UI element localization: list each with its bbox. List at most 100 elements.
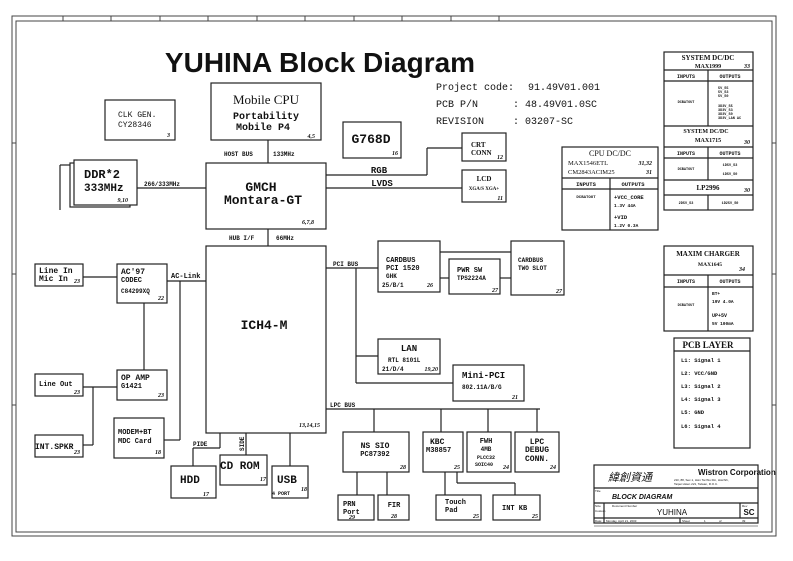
svg-text:HDD: HDD (180, 475, 200, 487)
svg-text:30: 30 (743, 140, 750, 146)
touch-pad-block[interactable]: Touch Pad 25 (435, 494, 482, 521)
svg-text:CM2843ACIM25: CM2843ACIM25 (568, 169, 615, 176)
ddr-block[interactable]: DDR*2 333MHz 9,10 (69, 159, 138, 208)
svg-text:Date:: Date: (595, 519, 602, 523)
svg-text:4 PORT: 4 PORT (272, 491, 290, 497)
svg-text:23: 23 (73, 279, 80, 285)
svg-text:INPUTS: INPUTS (576, 181, 597, 188)
svg-text:802.11A/B/G: 802.11A/B/G (462, 384, 502, 391)
cd-rom-block[interactable]: CD ROM 17 (219, 454, 268, 486)
ac97-codec-block[interactable]: AC'97 CODEC C84299XQ 22 (116, 263, 168, 304)
svg-text:3D3V_S5: 3D3V_S5 (718, 105, 733, 109)
svg-text:OUTPUTS: OUTPUTS (719, 151, 740, 157)
svg-text:Mobile P4: Mobile P4 (236, 122, 290, 134)
svg-text:34: 34 (738, 267, 745, 273)
project-code-label: Project code: (436, 82, 514, 94)
svg-text:19,20: 19,20 (425, 367, 439, 373)
fir-block[interactable]: FIR 28 (377, 494, 410, 521)
svg-text:PLCC32: PLCC32 (477, 455, 495, 461)
gmch-block[interactable]: GMCH Montara-GT 6,7,8 (205, 162, 327, 230)
pide-label: PIDE (193, 441, 208, 448)
svg-text:2D5V_S3: 2D5V_S3 (679, 202, 694, 206)
svg-text:25/B/1: 25/B/1 (382, 282, 404, 289)
rgb-label: RGB (371, 166, 388, 176)
revision-label: REVISION (436, 117, 484, 128)
modem-bt-block[interactable]: MODEM+BT MDC Card 18 (113, 417, 165, 459)
svg-text:Pad: Pad (445, 507, 458, 515)
svg-text:28: 28 (399, 465, 406, 471)
usb-block[interactable]: USB 4 PORT 18 (271, 465, 309, 499)
svg-text:13,14,15: 13,14,15 (299, 423, 320, 429)
svg-text:L3: Signal 2: L3: Signal 2 (681, 383, 721, 390)
hdd-block[interactable]: HDD 17 (170, 465, 217, 499)
svg-text:CD ROM: CD ROM (220, 461, 260, 473)
svg-text:DCBATOUT: DCBATOUT (678, 168, 695, 172)
fwh-block[interactable]: FWH 4MB PLCC32 SOIC40 24 (466, 431, 512, 473)
svg-text:1D5V_S3: 1D5V_S3 (723, 164, 738, 168)
company-chinese-name: 緯創資通 (608, 471, 654, 484)
svg-text:CONN.: CONN. (525, 455, 549, 464)
cardbus-controller-block[interactable]: CARDBUS PCI 1520 GHK 25/B/1 26 (377, 240, 441, 293)
svg-text:+VID: +VID (614, 214, 628, 221)
diagram-title: YUHINA Block Diagram (165, 47, 475, 78)
svg-text:of: of (719, 519, 722, 523)
cardbus-slot-block[interactable]: CARDBUS TWO SLOT 27 (510, 240, 565, 296)
svg-text:OP AMP: OP AMP (121, 374, 150, 383)
svg-text:L1: Signal 1: L1: Signal 1 (681, 357, 721, 364)
clk-gen-block[interactable]: CLK GEN. CY28346 3 (104, 99, 176, 141)
svg-text:DEBUG: DEBUG (525, 446, 549, 455)
title-block: 緯創資通 Wistron Corporation 21F, 88, Sec.1,… (593, 464, 776, 527)
line-in-block[interactable]: Line In Mic In 23 (34, 263, 84, 287)
svg-text:333MHz: 333MHz (84, 183, 124, 195)
svg-text:27: 27 (491, 288, 499, 294)
svg-text:31: 31 (645, 170, 652, 176)
svg-text:Size: Size (595, 504, 601, 508)
cpu-block[interactable]: Mobile CPU Portability Mobile P4 4,5 (210, 82, 322, 141)
svg-text:+VCC_CORE: +VCC_CORE (614, 194, 644, 201)
op-amp-block[interactable]: OP AMP G1421 23 (116, 369, 168, 401)
svg-text:Taipei Hsien 221, Taiwan, R.O.: Taipei Hsien 221, Taiwan, R.O.C. (674, 482, 718, 486)
crt-conn-block[interactable]: CRT CONN 12 (461, 132, 507, 162)
mini-pci-block[interactable]: Mini-PCI 802.11A/B/G 21 (452, 364, 525, 402)
svg-text:16: 16 (392, 151, 398, 157)
lpc-debug-block[interactable]: LPC DEBUG CONN. 24 (514, 431, 560, 473)
prn-port-block[interactable]: PRN Port 29 (337, 494, 375, 521)
svg-text:LPC: LPC (530, 438, 545, 447)
svg-text:Montara-GT: Montara-GT (224, 193, 302, 208)
svg-text:24: 24 (549, 465, 556, 471)
line-out-block[interactable]: Line Out 23 (34, 373, 84, 397)
svg-text:25: 25 (453, 465, 460, 471)
svg-text:23: 23 (157, 393, 164, 399)
svg-text:Line Out: Line Out (39, 381, 73, 389)
ns-sio-block[interactable]: NS SIO PC87392 28 (342, 431, 410, 473)
svg-text:DCBATOUT: DCBATOUT (678, 101, 695, 105)
svg-text:Touch: Touch (445, 499, 466, 507)
svg-text:GHK: GHK (386, 273, 397, 280)
svg-text:23: 23 (73, 390, 80, 396)
ddr-freq-label: 266/333MHz (144, 181, 180, 188)
svg-text:4,5: 4,5 (307, 134, 316, 140)
svg-text:3D3V_LAN AC: 3D3V_LAN AC (718, 117, 741, 121)
svg-text:CARDBUS: CARDBUS (386, 257, 415, 265)
svg-text:11: 11 (497, 196, 503, 202)
pcb-pn-label: PCB P/N (436, 99, 478, 111)
svg-text:L4: Signal 3: L4: Signal 3 (681, 396, 721, 403)
svg-text:5V_S5: 5V_S5 (718, 87, 729, 91)
svg-text:NS SIO: NS SIO (361, 442, 390, 451)
lan-block[interactable]: LAN RTL 8101L 21/D/4 19,20 (377, 338, 441, 375)
kbc-block[interactable]: KBC M38857 25 (422, 431, 464, 473)
ich4m-block[interactable]: ICH4-M 13,14,15 (205, 245, 327, 434)
svg-text:CODEC: CODEC (121, 277, 142, 285)
charger-table: MAXIM CHARGER MAX1645 34 INPUTS OUTPUTS … (663, 245, 754, 332)
int-kb-block[interactable]: INT KB 25 (492, 494, 541, 521)
int-spkr-block[interactable]: INT.SPKR 23 (34, 434, 84, 458)
svg-text:Monday, April 21, 2003: Monday, April 21, 2003 (606, 519, 637, 523)
frame-ticks (12, 16, 776, 406)
svg-text:18: 18 (155, 450, 161, 456)
svg-text:BT+: BT+ (712, 291, 720, 297)
svg-text:OUTPUTS: OUTPUTS (719, 279, 740, 285)
lcd-block[interactable]: LCD XGA/S XGA+ 11 (461, 169, 507, 203)
pwr-sw-block[interactable]: PWR SW TPS2224A 27 (448, 258, 501, 295)
svg-text:12: 12 (497, 155, 503, 161)
g768d-block[interactable]: G768D 16 (342, 121, 402, 159)
